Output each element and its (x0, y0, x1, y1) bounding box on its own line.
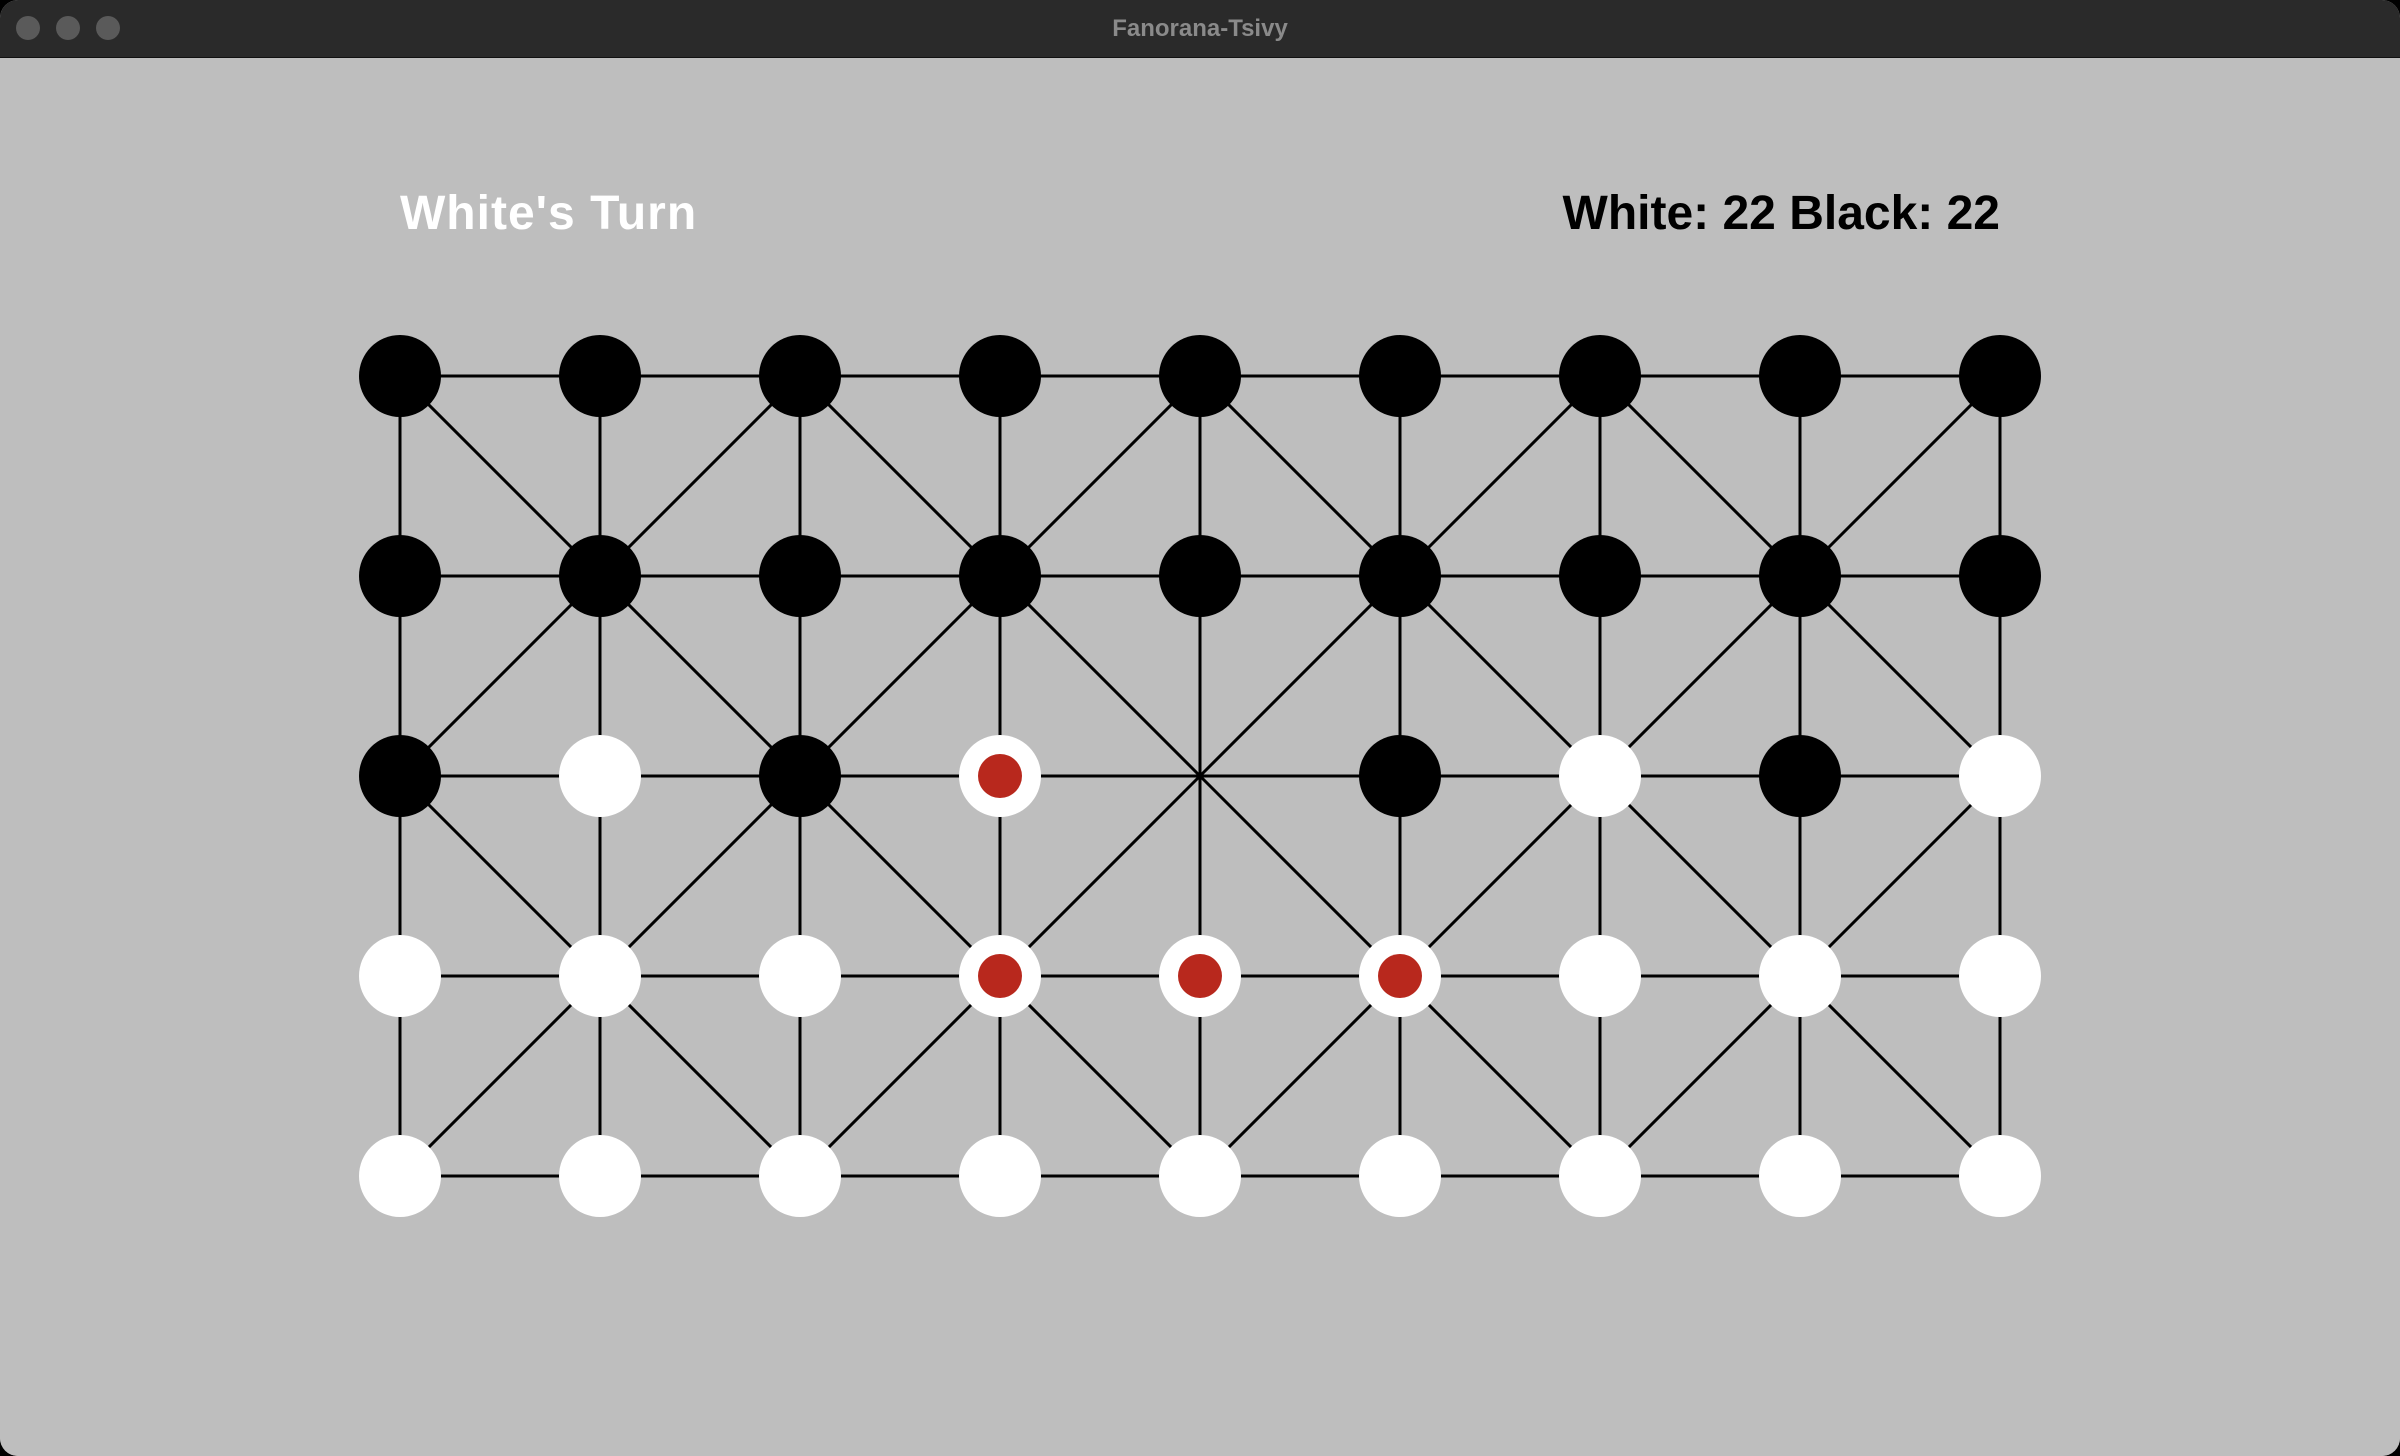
white-piece[interactable] (1559, 735, 1641, 817)
board-line-diagonal (598, 774, 802, 978)
white-piece[interactable] (959, 1135, 1041, 1217)
board-line-diagonal (598, 974, 802, 1178)
game-area: White's Turn White: 22 Black: 22 (0, 58, 2400, 1456)
white-piece[interactable] (1559, 935, 1641, 1017)
window-title: Fanorana-Tsivy (1112, 14, 1288, 42)
white-piece[interactable] (1959, 735, 2041, 817)
board-line-diagonal (398, 574, 602, 778)
board-line-diagonal (598, 574, 802, 778)
black-piece[interactable] (759, 735, 841, 817)
black-piece[interactable] (1359, 335, 1441, 417)
black-piece[interactable] (1759, 335, 1841, 417)
board-line-diagonal (1798, 574, 2002, 778)
close-window-button[interactable] (16, 16, 40, 40)
board-line-diagonal (798, 774, 1002, 978)
black-piece[interactable] (959, 335, 1041, 417)
white-piece[interactable] (759, 1135, 841, 1217)
black-piece[interactable] (1359, 535, 1441, 617)
black-piece[interactable] (559, 535, 641, 617)
white-piece[interactable] (1759, 1135, 1841, 1217)
board-line-diagonal (1598, 774, 1802, 978)
black-piece[interactable] (959, 535, 1041, 617)
white-piece[interactable] (1159, 1135, 1241, 1217)
move-highlight-marker[interactable] (978, 754, 1022, 798)
minimize-window-button[interactable] (56, 16, 80, 40)
board-line-diagonal (998, 574, 1202, 778)
board-line-diagonal (598, 374, 802, 578)
white-piece[interactable] (1959, 1135, 2041, 1217)
board-line-diagonal (998, 374, 1202, 578)
board-line-diagonal (1598, 374, 1802, 578)
white-piece[interactable] (559, 1135, 641, 1217)
white-piece[interactable] (1759, 935, 1841, 1017)
board-line-diagonal (1198, 974, 1402, 1178)
board-line-diagonal (798, 974, 1002, 1178)
board-line-diagonal (1798, 774, 2002, 978)
board-line-diagonal (1398, 974, 1602, 1178)
black-piece[interactable] (359, 335, 441, 417)
board-line-diagonal (1798, 374, 2002, 578)
zoom-window-button[interactable] (96, 16, 120, 40)
move-highlight-marker[interactable] (1178, 954, 1222, 998)
board-line-diagonal (798, 374, 1002, 578)
board-line-diagonal (1198, 574, 1402, 778)
black-piece[interactable] (1359, 735, 1441, 817)
black-piece[interactable] (559, 335, 641, 417)
window-controls (16, 16, 120, 40)
black-piece[interactable] (1759, 535, 1841, 617)
fanorona-board[interactable] (0, 58, 2400, 1456)
white-piece[interactable] (1559, 1135, 1641, 1217)
board-line-diagonal (1198, 774, 1402, 978)
score-display: White: 22 Black: 22 (1562, 187, 2000, 240)
black-piece[interactable] (1959, 335, 2041, 417)
move-highlight-marker[interactable] (978, 954, 1022, 998)
board-line-diagonal (398, 974, 602, 1178)
board-line-diagonal (1798, 974, 2002, 1178)
white-piece[interactable] (1359, 1135, 1441, 1217)
black-piece[interactable] (1159, 335, 1241, 417)
board-line-diagonal (398, 774, 602, 978)
board-line-diagonal (1398, 574, 1602, 778)
turn-indicator: White's Turn (400, 187, 698, 240)
black-piece[interactable] (1559, 535, 1641, 617)
board-line-diagonal (1198, 374, 1402, 578)
black-piece[interactable] (759, 535, 841, 617)
white-piece[interactable] (359, 1135, 441, 1217)
black-piece[interactable] (1559, 335, 1641, 417)
black-piece[interactable] (759, 335, 841, 417)
white-piece[interactable] (559, 735, 641, 817)
board-line-diagonal (998, 774, 1202, 978)
black-piece[interactable] (1759, 735, 1841, 817)
black-piece[interactable] (1959, 535, 2041, 617)
white-piece[interactable] (1959, 935, 2041, 1017)
board-line-diagonal (398, 374, 602, 578)
board-line-diagonal (1598, 574, 1802, 778)
white-piece[interactable] (559, 935, 641, 1017)
board-line-diagonal (1398, 774, 1602, 978)
black-piece[interactable] (359, 535, 441, 617)
board-line-diagonal (998, 974, 1202, 1178)
board-line-diagonal (798, 574, 1002, 778)
white-piece[interactable] (359, 935, 441, 1017)
title-bar: Fanorana-Tsivy (0, 0, 2400, 58)
board-line-diagonal (1398, 374, 1602, 578)
black-piece[interactable] (359, 735, 441, 817)
move-highlight-marker[interactable] (1378, 954, 1422, 998)
black-piece[interactable] (1159, 535, 1241, 617)
white-piece[interactable] (759, 935, 841, 1017)
board-line-diagonal (1598, 974, 1802, 1178)
pieces (359, 335, 2041, 1217)
